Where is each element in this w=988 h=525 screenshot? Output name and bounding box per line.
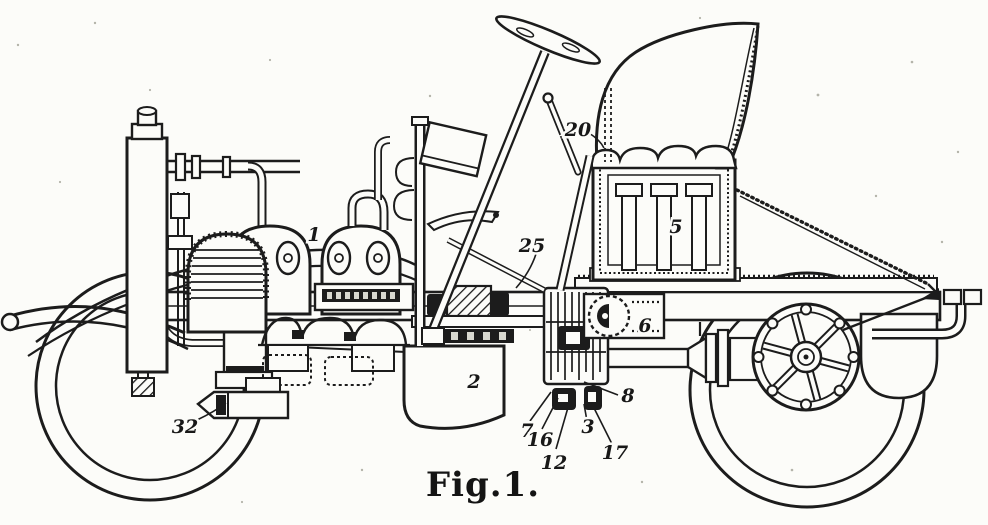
ribbed-coil-dome [186,232,268,334]
part-label-5: 5 [669,216,682,238]
part-label-7: 7 [520,420,533,442]
part-label-8: 8 [620,385,634,407]
part-label-3: 3 [581,416,594,438]
rear-deck-edge [735,188,937,293]
part-label-16: 16 [527,429,553,451]
side-rod-assembly [167,192,193,346]
exhaust-pipe [872,288,983,340]
tank-foot [131,377,155,397]
steering-assembly [392,15,601,346]
battery-box-5 [589,158,741,282]
hatched-coupling [445,284,493,318]
part-label-1: 1 [307,224,320,246]
engine [185,136,415,390]
leader-lines [196,132,619,450]
intake-pipes [347,136,391,230]
brake-rod [842,295,929,332]
battery-plates [615,183,713,271]
pedal-arm [426,210,500,232]
part-label-17: 17 [602,442,628,464]
hand-lever-20 [542,92,582,176]
starting-device-32 [196,377,290,420]
part-label-12: 12 [541,452,567,474]
part-label-25: 25 [518,235,545,257]
seat-cushion [590,144,738,170]
steering-wheel [495,15,601,65]
seat [590,21,760,170]
sprocket-box-6 [582,292,666,340]
part-label-20: 20 [564,119,591,141]
part-labels: 1 2 3 5 6 7 8 12 16 17 20 25 32 [169,117,685,477]
coil-box [418,120,488,178]
part-label-6: 6 [638,315,651,337]
engine-brand-plate [322,289,400,302]
radiator-tank [125,106,169,397]
rear-hub-gear [751,295,929,412]
part-label-2: 2 [466,371,480,393]
rear-tool-bag [859,312,939,400]
part-label-32: 32 [172,416,198,438]
figure-caption: Fig.1. [426,465,540,505]
